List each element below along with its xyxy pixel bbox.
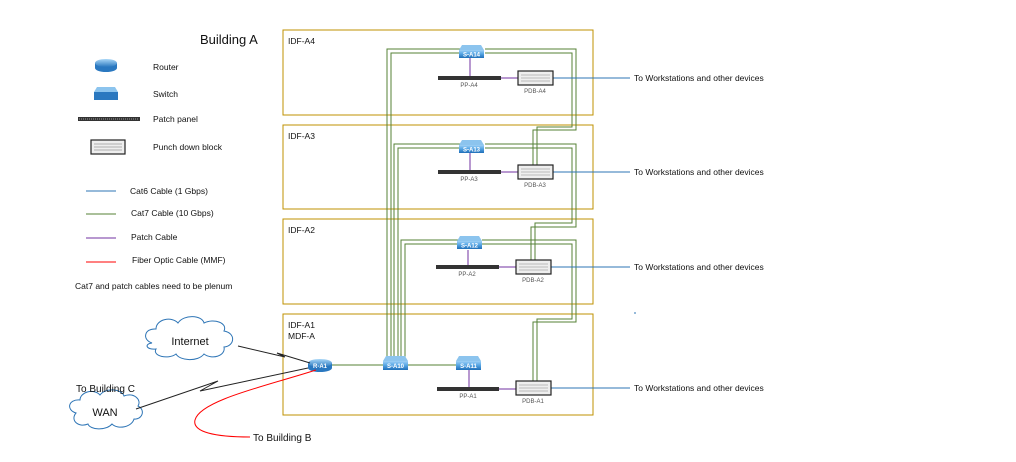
patch-cables bbox=[467, 58, 518, 390]
wan-cloud[interactable]: WAN bbox=[69, 389, 143, 430]
svg-text:S-A13: S-A13 bbox=[463, 148, 481, 154]
cat7-to-s-a12-1 bbox=[400, 239, 463, 360]
svg-text:PP-A1: PP-A1 bbox=[459, 394, 477, 400]
to-building-c-label: To Building C bbox=[76, 384, 135, 395]
patch-panel-pp-a2[interactable]: PP-A2 bbox=[436, 265, 499, 278]
svg-text:WAN: WAN bbox=[92, 407, 117, 419]
switch-icon bbox=[94, 87, 118, 100]
internet-cloud[interactable]: Internet bbox=[145, 316, 234, 361]
fiber-to-building-b bbox=[194, 369, 317, 438]
legend-patch-panel-label: Patch panel bbox=[153, 114, 198, 124]
dest-label-a2: To Workstations and other devices bbox=[634, 262, 764, 272]
cat7-to-s-a13-2 bbox=[397, 147, 466, 360]
legend-note: Cat7 and patch cables need to be plenum bbox=[75, 281, 232, 291]
patch-panel-pp-a4[interactable]: PP-A4 bbox=[438, 76, 501, 89]
floor-name-a1: IDF-A1 bbox=[288, 320, 315, 330]
patch-panel-pp-a3[interactable]: PP-A3 bbox=[438, 170, 501, 183]
dest-label-a4: To Workstations and other devices bbox=[634, 73, 764, 83]
router-icon bbox=[95, 59, 117, 72]
cat7-s-a13-to-pdb-a2-1 bbox=[485, 143, 577, 260]
legend-pdb-label: Punch down block bbox=[153, 142, 223, 152]
legend-fiber-label: Fiber Optic Cable (MMF) bbox=[132, 255, 226, 265]
legend: Router Switch Patch panel Punch down blo… bbox=[75, 59, 232, 291]
internet-link bbox=[237, 345, 311, 364]
floor-frame-idf-a3 bbox=[282, 124, 594, 210]
switch-s-a14[interactable]: S-A14 bbox=[459, 45, 484, 59]
legend-patch-label: Patch Cable bbox=[131, 232, 178, 242]
cat7-s-a14-to-pdb-a3-1 bbox=[485, 48, 577, 165]
svg-text:PP-A4: PP-A4 bbox=[460, 83, 478, 89]
pdb-pdb-a3[interactable]: PDB-A3 bbox=[517, 164, 554, 189]
legend-cat6-label: Cat6 Cable (1 Gbps) bbox=[130, 186, 208, 196]
svg-text:PDB-A4: PDB-A4 bbox=[524, 89, 546, 95]
to-building-b-label: To Building B bbox=[253, 433, 312, 444]
cat7-to-s-a12-2 bbox=[404, 243, 463, 360]
cat7-to-s-a14-1 bbox=[386, 48, 466, 360]
cat7-s-a12-to-pdb-a1-2 bbox=[482, 243, 573, 381]
router-r-a1[interactable]: R-A1 bbox=[308, 359, 332, 372]
svg-text:S-A12: S-A12 bbox=[461, 244, 479, 250]
svg-text:PP-A2: PP-A2 bbox=[458, 272, 476, 278]
dest-label-a3: To Workstations and other devices bbox=[634, 167, 764, 177]
svg-text:PDB-A2: PDB-A2 bbox=[522, 278, 544, 284]
pdb-pdb-a4[interactable]: PDB-A4 bbox=[517, 70, 554, 95]
floor-name-a2: IDF-A2 bbox=[288, 225, 315, 235]
patch-panel-pp-a1[interactable]: PP-A1 bbox=[437, 387, 499, 400]
floor-name-a3: IDF-A3 bbox=[288, 131, 315, 141]
pdb-pdb-a2[interactable]: PDB-A2 bbox=[515, 259, 552, 284]
patch-panel-icon bbox=[78, 117, 140, 121]
cat7-s-a12-to-pdb-a1-1 bbox=[482, 239, 577, 381]
cat7-to-s-a14-2 bbox=[390, 52, 466, 360]
svg-text:R-A1: R-A1 bbox=[313, 364, 328, 370]
floor-frame-idf-a4 bbox=[282, 29, 594, 116]
svg-text:PDB-A3: PDB-A3 bbox=[524, 183, 546, 189]
cat7-s-a13-to-pdb-a2-2 bbox=[485, 147, 573, 260]
floor-subname-mdf: MDF-A bbox=[288, 331, 315, 341]
wan-link bbox=[135, 367, 309, 410]
switch-s-a13[interactable]: S-A13 bbox=[459, 140, 484, 154]
cat7-s-a14-to-pdb-a3-2 bbox=[485, 52, 573, 165]
legend-router-label: Router bbox=[153, 62, 179, 72]
switch-s-a10[interactable]: S-A10 bbox=[383, 356, 408, 370]
cat7-to-s-a13-1 bbox=[393, 143, 466, 360]
floor-frame-idf-a2 bbox=[282, 218, 594, 305]
switch-s-a12[interactable]: S-A12 bbox=[457, 236, 482, 250]
legend-cat7-label: Cat7 Cable (10 Gbps) bbox=[131, 208, 214, 218]
punch-down-block-icon bbox=[90, 139, 126, 155]
pdb-pdb-a1[interactable]: PDB-A1 bbox=[515, 380, 552, 405]
cat6-cables bbox=[551, 77, 630, 389]
building-title: Building A bbox=[200, 32, 258, 47]
switch-s-a11[interactable]: S-A11 bbox=[456, 356, 481, 370]
svg-text:Internet: Internet bbox=[171, 336, 208, 348]
svg-text:PDB-A1: PDB-A1 bbox=[522, 399, 544, 405]
dest-label-a1: To Workstations and other devices bbox=[634, 383, 764, 393]
svg-text:S-A14: S-A14 bbox=[463, 53, 481, 59]
floor-name-a4: IDF-A4 bbox=[288, 36, 315, 46]
svg-text:PP-A3: PP-A3 bbox=[460, 177, 478, 183]
legend-switch-label: Switch bbox=[153, 89, 178, 99]
svg-text:S-A11: S-A11 bbox=[460, 364, 477, 370]
cat7-riser bbox=[482, 48, 577, 381]
cat7-backbone bbox=[386, 48, 466, 360]
svg-text:S-A10: S-A10 bbox=[387, 364, 405, 370]
floor-frame-idf-a1 bbox=[282, 313, 594, 416]
